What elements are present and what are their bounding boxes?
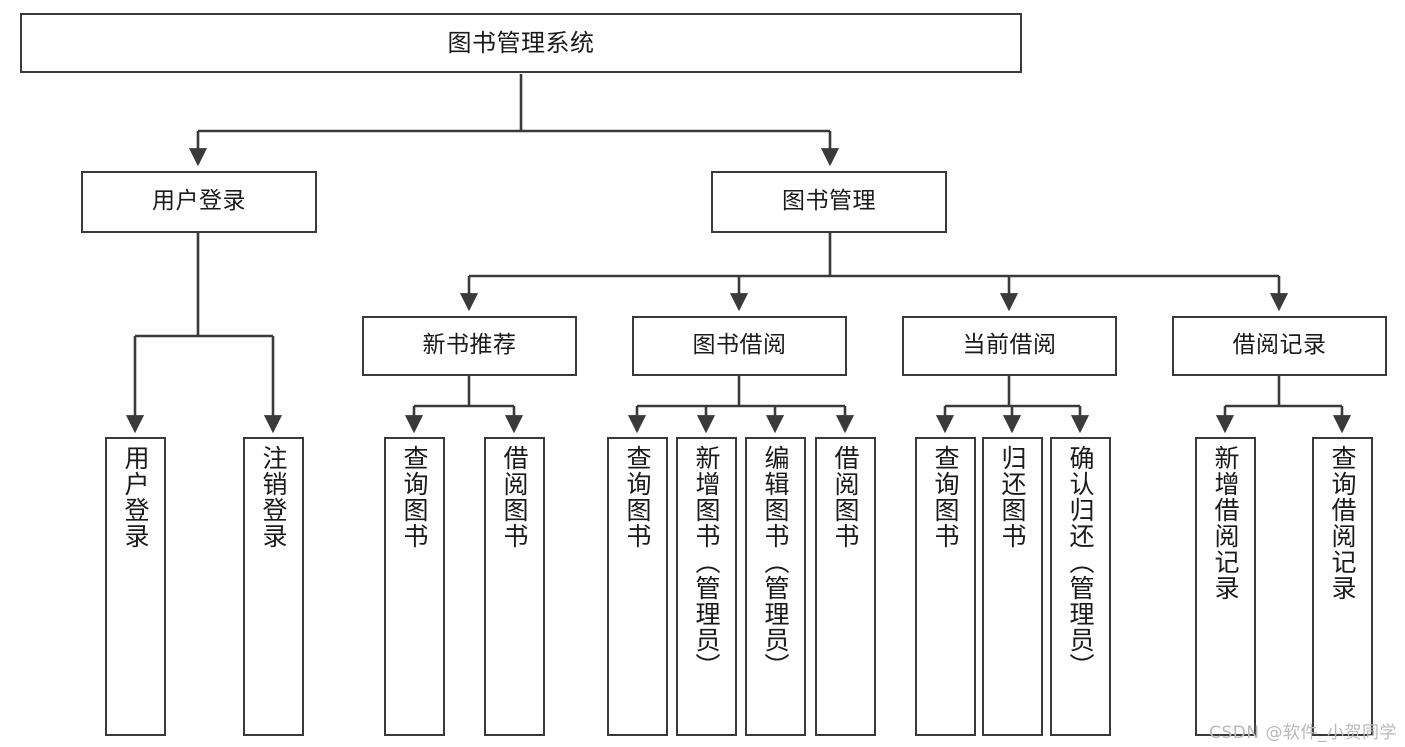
node-leaf-user-login[interactable]: 用户登录 [105, 437, 166, 736]
node-leaf-add-record-label: 新增借阅记录 [1211, 445, 1240, 601]
node-leaf-borrow-book-1[interactable]: 借阅图书 [484, 437, 545, 736]
node-leaf-user-login-label: 用户登录 [121, 445, 150, 549]
node-leaf-query-book-3[interactable]: 查询图书 [915, 437, 976, 736]
node-leaf-borrow-book-2[interactable]: 借阅图书 [815, 437, 876, 736]
node-leaf-add-book-label: 新增图书（管理员） [692, 445, 721, 679]
node-leaf-edit-book-label: 编辑图书（管理员） [761, 445, 790, 679]
node-root[interactable]: 图书管理系统 [20, 13, 1022, 73]
node-user-login[interactable]: 用户登录 [81, 171, 317, 233]
node-new-book-rec-label: 新书推荐 [422, 332, 517, 359]
node-leaf-query-record-label: 查询借阅记录 [1328, 445, 1357, 601]
node-leaf-query-record[interactable]: 查询借阅记录 [1312, 437, 1373, 736]
node-root-label: 图书管理系统 [447, 28, 595, 57]
node-borrow-record-label: 借阅记录 [1232, 332, 1327, 359]
node-book-borrow-label: 图书借阅 [692, 332, 787, 359]
node-leaf-query-book-1-label: 查询图书 [400, 445, 429, 549]
node-user-login-label: 用户登录 [152, 188, 246, 215]
node-borrow-record[interactable]: 借阅记录 [1172, 316, 1387, 376]
node-book-borrow[interactable]: 图书借阅 [632, 316, 847, 376]
node-leaf-query-book-1[interactable]: 查询图书 [384, 437, 445, 736]
node-leaf-confirm-return[interactable]: 确认归还（管理员） [1050, 437, 1111, 736]
csdn-watermark: CSDN @软件_小贺同学 [1209, 723, 1397, 743]
node-leaf-add-record[interactable]: 新增借阅记录 [1195, 437, 1256, 736]
node-leaf-return-book[interactable]: 归还图书 [982, 437, 1043, 736]
node-new-book-rec[interactable]: 新书推荐 [362, 316, 577, 376]
node-leaf-query-book-2[interactable]: 查询图书 [607, 437, 668, 736]
node-leaf-borrow-book-2-label: 借阅图书 [831, 445, 860, 549]
node-leaf-query-book-2-label: 查询图书 [623, 445, 652, 549]
node-leaf-add-book[interactable]: 新增图书（管理员） [676, 437, 737, 736]
node-leaf-query-book-3-label: 查询图书 [931, 445, 960, 549]
node-current-borrow-label: 当前借阅 [962, 332, 1057, 359]
node-book-manage-label: 图书管理 [782, 188, 876, 215]
node-leaf-confirm-return-label: 确认归还（管理员） [1066, 445, 1095, 679]
node-book-manage[interactable]: 图书管理 [711, 171, 947, 233]
node-leaf-borrow-book-1-label: 借阅图书 [500, 445, 529, 549]
node-leaf-logout-label: 注销登录 [259, 445, 288, 549]
node-leaf-edit-book[interactable]: 编辑图书（管理员） [745, 437, 806, 736]
node-leaf-logout[interactable]: 注销登录 [243, 437, 304, 736]
node-current-borrow[interactable]: 当前借阅 [902, 316, 1117, 376]
node-leaf-return-book-label: 归还图书 [998, 445, 1027, 549]
